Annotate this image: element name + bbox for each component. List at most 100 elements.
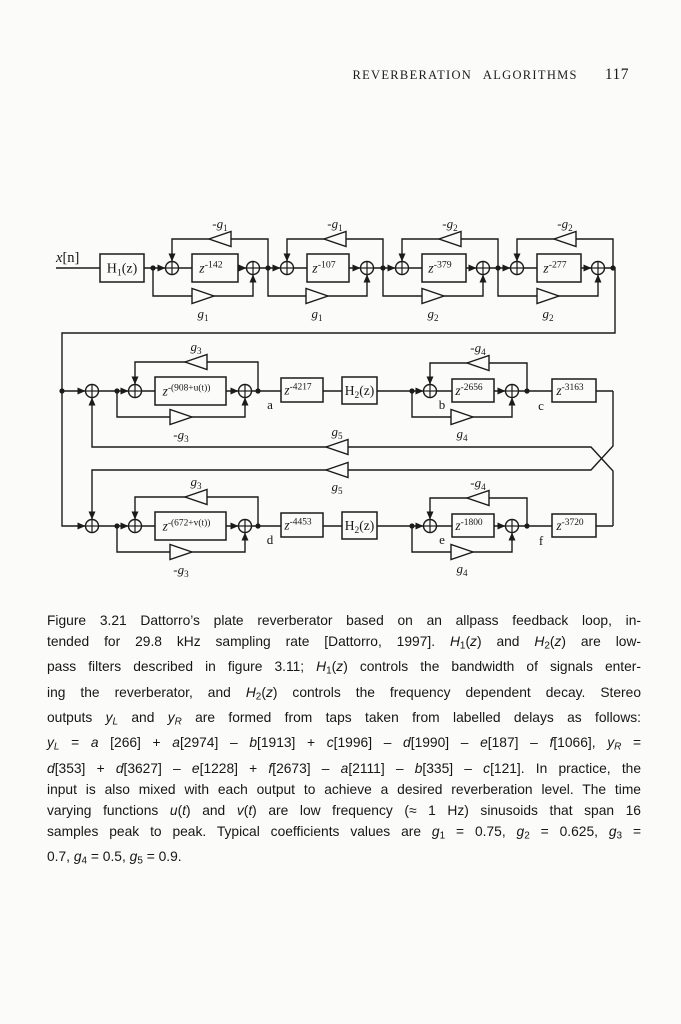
arrowhead bbox=[387, 264, 396, 272]
diagram-label: -g2 bbox=[557, 216, 573, 233]
delay-box-label: z-(908+u(t)) bbox=[162, 383, 211, 399]
arrowhead bbox=[241, 397, 249, 406]
signal-node bbox=[495, 265, 501, 271]
delay-box-label: H1(z) bbox=[107, 262, 138, 279]
gain-triangle bbox=[536, 287, 562, 305]
diagram-label: g1 bbox=[197, 306, 208, 323]
caption-line: input is also mixed with each output to … bbox=[47, 781, 641, 797]
caption-line: pass filters described in figure 3.11; H… bbox=[47, 659, 641, 677]
arrowhead bbox=[230, 387, 239, 395]
gain-triangle bbox=[464, 354, 490, 372]
arrowhead bbox=[479, 274, 487, 283]
delay-box bbox=[341, 511, 378, 540]
caption-line: varying functions u(t) and v(t) are low … bbox=[47, 802, 641, 818]
page-header: REVERBERATION ALGORITHMS 117 bbox=[48, 66, 629, 84]
arrowhead bbox=[77, 387, 86, 395]
signal-line bbox=[91, 397, 614, 526]
arrowhead bbox=[508, 532, 516, 541]
arrowhead bbox=[352, 264, 361, 272]
arrowhead bbox=[238, 264, 247, 272]
arrowhead bbox=[272, 264, 281, 272]
arrowhead bbox=[426, 511, 434, 520]
arrowhead bbox=[508, 397, 516, 406]
gain-triangle bbox=[206, 230, 232, 248]
gain-triangle bbox=[450, 543, 476, 561]
delay-box-label: z-107 bbox=[311, 260, 336, 277]
delay-box bbox=[551, 513, 597, 538]
signal-node bbox=[610, 265, 616, 271]
page-number: 117 bbox=[604, 66, 629, 83]
arrowhead bbox=[426, 376, 434, 385]
delay-box bbox=[154, 376, 227, 406]
arrowhead bbox=[468, 264, 477, 272]
diagram-label: a bbox=[267, 397, 273, 412]
arrowhead bbox=[131, 511, 139, 520]
delay-box-label: z-2656 bbox=[454, 383, 483, 398]
diagram-label: e bbox=[439, 532, 445, 547]
arrowhead bbox=[157, 264, 166, 272]
arrowhead bbox=[398, 253, 406, 262]
gain-triangle bbox=[321, 230, 347, 248]
signal-node bbox=[114, 388, 120, 394]
arrowhead bbox=[594, 274, 602, 283]
gain-triangle bbox=[421, 287, 447, 305]
arrowhead bbox=[88, 397, 96, 406]
diagram-label: -g4 bbox=[470, 475, 486, 492]
gain-triangle bbox=[464, 489, 490, 507]
delay-box-label: z-(672+v(t)) bbox=[162, 518, 211, 534]
delay-box-label: z-4217 bbox=[283, 383, 312, 398]
delay-box bbox=[280, 512, 324, 538]
arrowhead bbox=[497, 522, 506, 530]
delay-box bbox=[341, 376, 378, 405]
delay-box bbox=[306, 253, 350, 283]
diagram-label: g2 bbox=[542, 306, 554, 323]
diagram-label: g1 bbox=[311, 306, 322, 323]
delay-box-label: z-1800 bbox=[454, 518, 483, 533]
diagram-label: -g1 bbox=[212, 216, 227, 233]
signal-node bbox=[380, 265, 386, 271]
arrowhead bbox=[120, 387, 129, 395]
signal-node bbox=[150, 265, 156, 271]
caption-line: yL = a [266] + a[2974] – b[1913] + c[199… bbox=[47, 735, 642, 753]
diagram-label: -g4 bbox=[470, 340, 486, 357]
diagram-label: -g3 bbox=[173, 562, 189, 579]
caption-line: d[353] + d[3627] – e[1228] + f[2673] – a… bbox=[47, 760, 641, 776]
gain-triangle bbox=[191, 287, 217, 305]
arrowhead bbox=[120, 522, 129, 530]
gain-triangle bbox=[182, 488, 208, 506]
signal-node bbox=[59, 388, 65, 394]
arrowhead bbox=[168, 253, 176, 262]
delay-box bbox=[154, 511, 227, 541]
diagram-label: g4 bbox=[456, 426, 468, 443]
caption-line: tended for 29.8 kHz sampling rate [Datto… bbox=[47, 633, 641, 652]
gain-triangle bbox=[323, 438, 349, 456]
delay-box bbox=[191, 253, 239, 283]
arrowhead bbox=[583, 264, 592, 272]
arrowhead bbox=[241, 532, 249, 541]
arrowhead bbox=[249, 274, 257, 283]
gain-triangle bbox=[551, 230, 577, 248]
delay-box bbox=[451, 513, 495, 538]
signal-node bbox=[114, 523, 120, 529]
signal-node bbox=[524, 388, 530, 394]
delay-box bbox=[99, 253, 145, 283]
arrowhead bbox=[77, 522, 86, 530]
caption-line: ing the reverberator, and H2(z) controls… bbox=[47, 684, 641, 703]
signal-node bbox=[409, 523, 415, 529]
delay-box-label: H2(z) bbox=[345, 518, 374, 536]
arrowhead bbox=[415, 387, 424, 395]
delay-box-label: z-379 bbox=[427, 260, 452, 277]
caption-line: Figure 3.21 Dattorro’s plate reverberato… bbox=[47, 613, 641, 628]
arrowhead bbox=[88, 511, 96, 520]
delay-box bbox=[551, 378, 597, 403]
arrowhead bbox=[283, 253, 291, 262]
delay-box-label: z-142 bbox=[198, 260, 223, 277]
diagram-label: f bbox=[539, 533, 544, 548]
signal-line bbox=[91, 391, 614, 520]
gain-triangle bbox=[169, 543, 195, 561]
arrowhead bbox=[363, 274, 371, 283]
delay-box-label: z-277 bbox=[542, 260, 567, 277]
delay-box-label: z-3163 bbox=[555, 383, 584, 398]
